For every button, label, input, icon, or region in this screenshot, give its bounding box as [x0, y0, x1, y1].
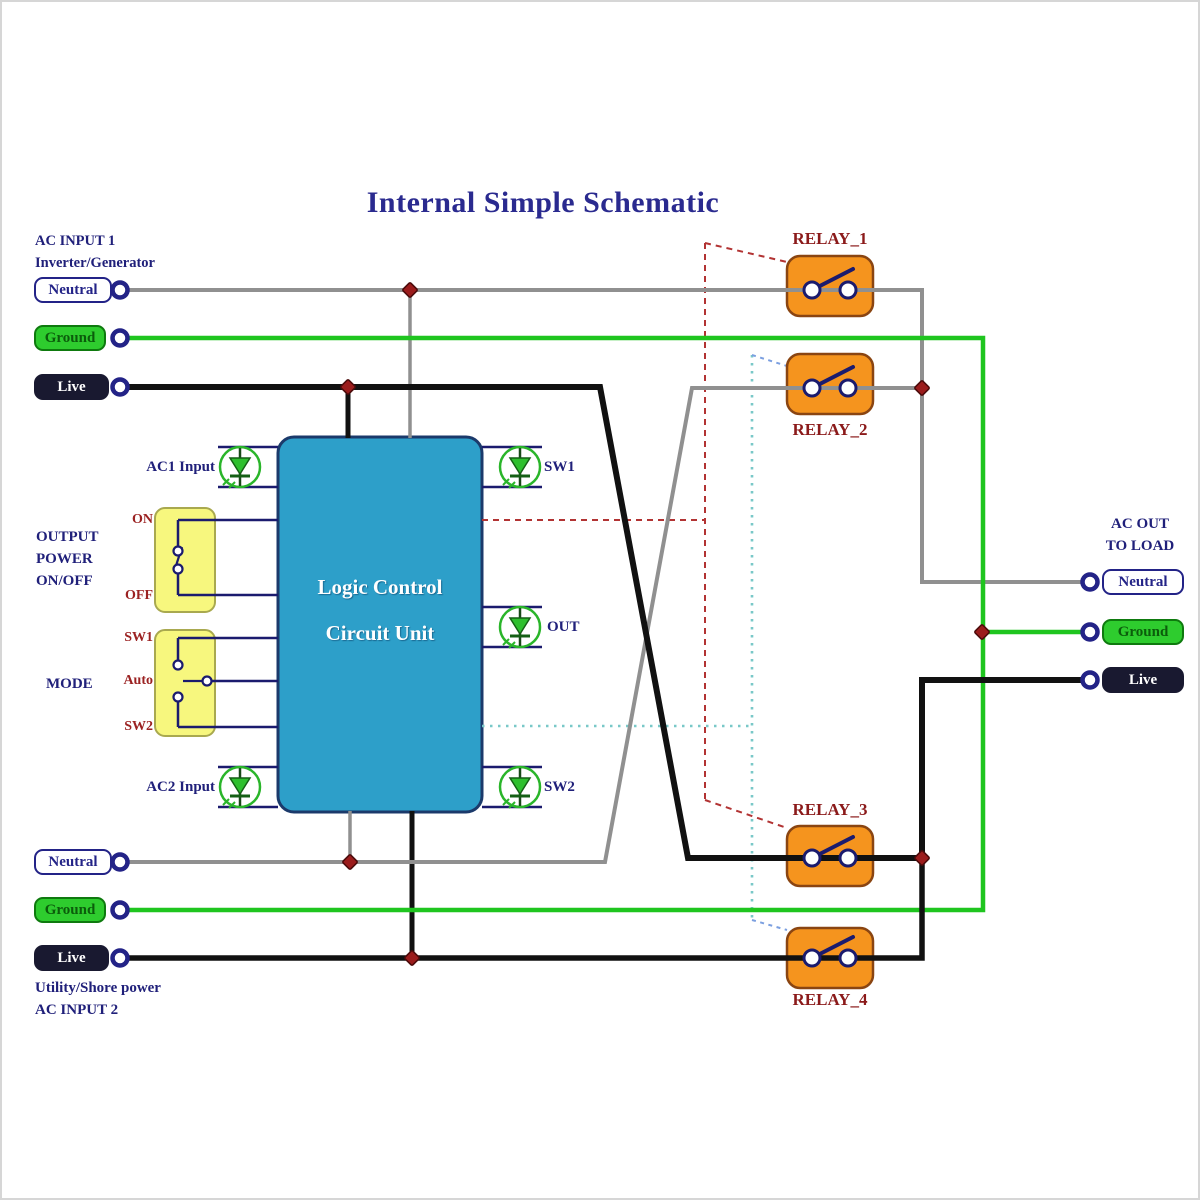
page-title: Internal Simple Schematic	[366, 186, 720, 219]
out-live-terminal	[1083, 673, 1098, 688]
out-live-tag: Live	[1102, 667, 1184, 693]
ac1-neutral-wire	[128, 288, 1082, 584]
relay-2-box	[785, 352, 875, 416]
relay-1-box	[785, 254, 875, 318]
mode-sw1-label: SW1	[124, 630, 153, 645]
sw1-led-label: SW1	[544, 459, 575, 475]
ac-out-label-line1: AC OUT	[1111, 516, 1169, 532]
relay-2-contacts	[802, 365, 858, 398]
ground-wire	[128, 335, 986, 913]
mode-switch-contact-sw2	[172, 691, 184, 703]
output-power-label-line2: POWER	[36, 551, 93, 567]
sw2-led-icon	[498, 765, 542, 810]
output-power-label-line3: ON/OFF	[36, 573, 93, 589]
ac2-ground-terminal	[113, 903, 128, 918]
output-power-label-line1: OUTPUT	[36, 529, 99, 545]
out-ground-terminal	[1083, 625, 1098, 640]
mode-switch-contact-sw1	[172, 659, 184, 671]
live-wires	[128, 384, 1082, 961]
mode-switch-contact-auto	[201, 675, 213, 687]
ac2-neutral-tag: Neutral	[34, 849, 112, 875]
logic-control-unit-block	[276, 435, 484, 814]
out-led-icon	[498, 605, 542, 650]
control-unit-title-line1: Logic Control	[317, 575, 443, 599]
ac1-live-terminal	[113, 380, 128, 395]
relay-3-label: RELAY_3	[792, 800, 868, 819]
mode-switch	[154, 629, 278, 737]
neutral-wires	[128, 288, 1082, 864]
out-neutral-terminal	[1083, 575, 1098, 590]
relay-control-line-red	[482, 242, 788, 829]
out-neutral-tag: Neutral	[1102, 569, 1184, 595]
ac1-ground-terminal	[113, 331, 128, 346]
out-led-label: OUT	[547, 619, 580, 635]
ac2-ground-tag: Ground	[34, 897, 106, 923]
mode-label: MODE	[46, 676, 93, 692]
ac1-ground-tag: Ground	[34, 325, 106, 351]
ac1-neutral-terminal	[113, 283, 128, 298]
relay-4-label: RELAY_4	[792, 990, 868, 1009]
power-switch-on-label: ON	[132, 512, 153, 527]
sw2-led-label: SW2	[544, 779, 575, 795]
ac2-live-terminal	[113, 951, 128, 966]
ac-input2-label-line2: AC INPUT 2	[35, 1002, 119, 1018]
ac2-input-led-label: AC2 Input	[146, 779, 215, 795]
mode-sw2-label: SW2	[124, 719, 153, 734]
ac1-input-led-label: AC1 Input	[146, 459, 215, 475]
ac1-live-wire	[128, 384, 1082, 861]
ac2-input-led-icon	[218, 765, 262, 810]
ac-input1-label-line1: AC INPUT 1	[35, 233, 116, 249]
power-switch-off-label: OFF	[125, 588, 153, 603]
relay-4-contacts	[802, 935, 858, 968]
mode-auto-label: Auto	[123, 673, 153, 688]
power-switch-contact-on	[172, 545, 184, 557]
relay-1-label: RELAY_1	[792, 229, 868, 248]
sw1-led-icon	[498, 445, 542, 490]
ac1-neutral-tag: Neutral	[34, 277, 112, 303]
ac2-live-tag: Live	[34, 945, 109, 971]
ground-wires	[128, 335, 1082, 913]
ac-input2-label-line1: Utility/Shore power	[35, 980, 161, 996]
ac2-live-wire	[128, 858, 925, 961]
relay-control-line-blue-diagonals	[751, 354, 788, 931]
ac1-input-led-icon	[218, 445, 262, 490]
ac-input1-label-line2: Inverter/Generator	[35, 255, 155, 271]
ac1-live-tag: Live	[34, 374, 109, 400]
relay-2-label: RELAY_2	[792, 420, 868, 439]
out-ground-tag: Ground	[1102, 619, 1184, 645]
relay-3-contacts	[802, 835, 858, 868]
control-unit-title-line2: Circuit Unit	[325, 621, 435, 645]
relay-control-line-teal	[482, 355, 754, 920]
relay-1-contacts	[802, 267, 858, 300]
led-stub-wires	[218, 445, 542, 809]
ac2-neutral-terminal	[113, 855, 128, 870]
output-power-switch	[154, 507, 278, 613]
power-switch-contact-off	[172, 563, 184, 575]
ac-out-label-line2: TO LOAD	[1105, 538, 1175, 554]
